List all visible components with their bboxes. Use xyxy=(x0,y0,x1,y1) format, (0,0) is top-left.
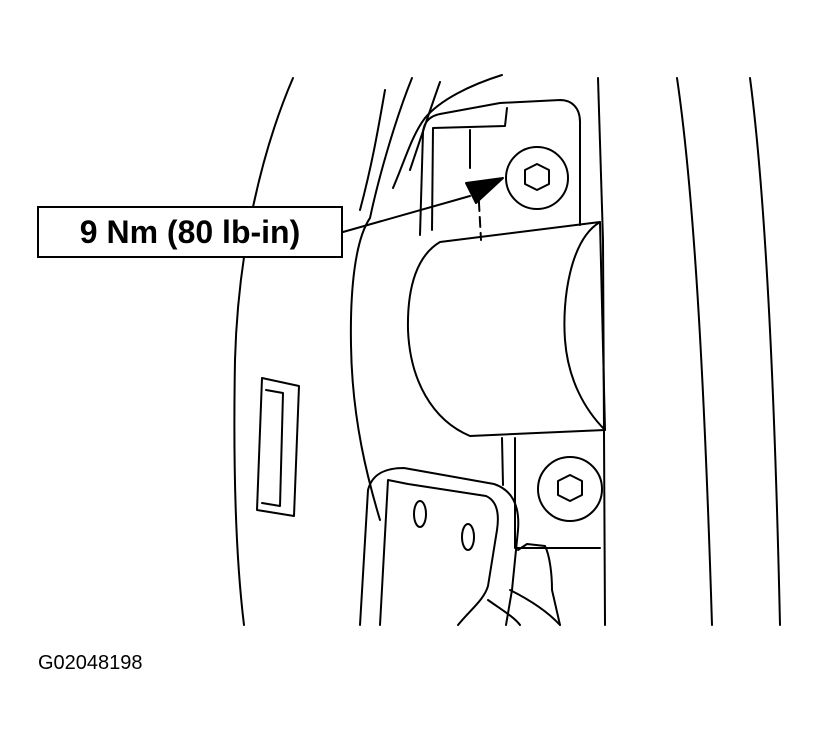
cylinder-body xyxy=(408,222,605,436)
hex-bolt-lower-socket xyxy=(558,475,582,501)
torque-callout: 9 Nm (80 lb-in) xyxy=(37,206,343,258)
callout-arrowhead xyxy=(466,178,503,203)
cylinder-end xyxy=(564,222,605,430)
lower-link-2 xyxy=(510,590,560,625)
upper-bracket-inner xyxy=(432,108,507,230)
callout-leader-line xyxy=(343,196,470,232)
lower-bracket-inner xyxy=(380,480,498,625)
housing-inner-edge xyxy=(351,78,412,520)
bracket-slot-2 xyxy=(462,524,474,550)
frame-line-2 xyxy=(677,78,712,625)
side-window-inner xyxy=(262,390,283,506)
hex-bolt-upper-socket xyxy=(525,164,549,190)
support-line xyxy=(502,438,503,485)
mid-plate-edge xyxy=(515,438,600,548)
torque-label: 9 Nm (80 lb-in) xyxy=(79,213,301,250)
bracket-slot-1 xyxy=(414,501,426,527)
side-window-outer xyxy=(257,378,299,516)
housing-outer-edge xyxy=(234,78,293,625)
hex-bolt-upper xyxy=(506,147,568,209)
lower-bracket xyxy=(360,468,518,625)
lower-link xyxy=(518,544,560,625)
frame-line-3 xyxy=(750,78,780,625)
cable-strand-1 xyxy=(393,75,502,188)
upper-bracket xyxy=(420,100,580,235)
figure-id: G02048198 xyxy=(38,652,143,674)
hex-bolt-lower xyxy=(538,457,602,521)
frame-line-1 xyxy=(598,78,605,625)
cable-strand-3 xyxy=(360,90,385,210)
lower-link-3 xyxy=(488,600,520,625)
